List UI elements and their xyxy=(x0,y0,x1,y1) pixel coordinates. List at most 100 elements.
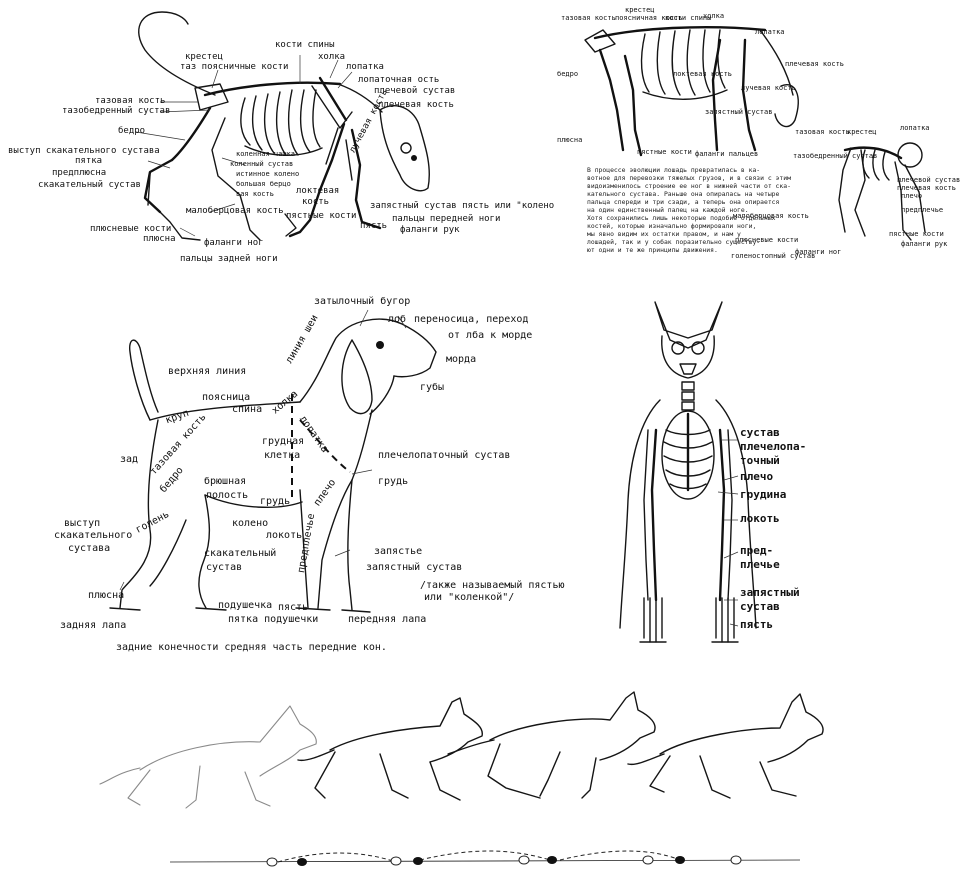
h-label-pyastnye: пястные кости xyxy=(637,148,692,156)
dog-label-lob: лоб xyxy=(388,314,406,326)
h-label-falangi-paltsev: фаланги пальцев xyxy=(695,150,758,158)
label-lopatochnaya-ost: лопаточная ость xyxy=(358,75,439,85)
paragraph-line: пальца спереди и три сзади, а теперь она… xyxy=(587,198,779,206)
dog-label-ot-lba: от лба к морде xyxy=(448,330,532,342)
front-label-sustav-2: сустав xyxy=(740,600,780,613)
label-pyast: пясть xyxy=(360,221,387,231)
p-label-krestets: крестец xyxy=(847,128,877,136)
p-label-plechevoy-sustav: плечевой сустав xyxy=(897,176,960,184)
p-label-pyastnye: пястные кости xyxy=(889,230,944,238)
p-label-golenostopnyi: голеностопный сустав xyxy=(731,252,815,260)
front-label-plechie: плечье xyxy=(740,558,780,571)
paragraph-line: на один единственный палец на каждой ног… xyxy=(587,206,749,214)
dog-label-podushechka: подушечка xyxy=(218,600,272,612)
front-label-grudina: грудина xyxy=(740,488,786,501)
label-predplyusna: предплюсна xyxy=(52,168,106,178)
label-paltsy-peredney: пальцы передней ноги xyxy=(392,214,500,224)
h-label-holka: холка xyxy=(703,12,724,20)
dog-label-bryushnaya: брюшная xyxy=(204,476,246,488)
paragraph-line: лошадей, так и у собак поразительно суще… xyxy=(587,238,760,246)
dog-label-zapyastnyi: запястный сустав xyxy=(366,562,462,574)
label-vystup: выступ скакательного сустава xyxy=(8,146,160,156)
label-tazobedrennyi: тазобедренный сустав xyxy=(62,106,170,116)
dog-label-ili-kolenkoy: или "коленкой"/ xyxy=(424,592,514,604)
dog-label-grud-2: грудь xyxy=(260,496,290,508)
paragraph-line: Хотя сохранились лишь некоторые подобие … xyxy=(587,214,776,222)
dog-label-pyast: пясть xyxy=(278,602,308,614)
gait-dog-4 xyxy=(628,694,823,798)
label-falangi-ruk: фаланги рук xyxy=(400,225,460,235)
dog-label-perenositsa: переносица, переход xyxy=(414,314,528,326)
dog-label-morda: морда xyxy=(446,354,476,366)
gait-dog-2 xyxy=(298,698,482,800)
h-label-krestets: крестец xyxy=(625,6,655,14)
label-bolshaya-bertsovaya: большая берцо xyxy=(236,180,291,188)
label-kosti-spiny: кости спины xyxy=(275,40,335,50)
paragraph-line: костей, которые изначально формировали н… xyxy=(587,222,756,230)
label-tazovaya-kost: тазовая кость xyxy=(95,96,165,106)
dog-label-poyasnitsa: поясница xyxy=(202,392,250,404)
h-label-tazovaya: тазовая кость xyxy=(561,14,616,22)
dog-label-grud: грудь xyxy=(378,476,408,488)
dog-skeleton-diagram: кости спины крестец холка таз поясничные… xyxy=(0,0,555,280)
p-label-plecho: плечо xyxy=(901,192,922,200)
front-label-plecholopa: плечелопа- xyxy=(740,440,806,453)
dog-label-guby: губы xyxy=(420,382,444,394)
label-bedro: бедро xyxy=(118,126,145,136)
dog-label-sustava: сустава xyxy=(68,543,110,555)
label-poyasnichnye: таз поясничные кости xyxy=(180,62,288,72)
label-skakatelnyi: скакательный сустав xyxy=(38,180,141,190)
dog-label-grudnaya: грудная xyxy=(262,436,304,448)
dog-label-kletka: клетка xyxy=(264,450,300,462)
gait-drawing xyxy=(0,680,960,872)
dog-label-pyatka-podushechki: пятка подушечки xyxy=(228,614,318,626)
h-label-plechevaya: плечевая кость xyxy=(785,60,844,68)
label-zapyastnyi: запястный сустав пясть или "колено" xyxy=(370,201,555,211)
dog-label-lokot: локоть xyxy=(266,530,302,542)
h-label-zapyastnyi: запястный сустав xyxy=(705,108,772,116)
gait-dog-1 xyxy=(100,706,316,808)
label-pyastnye: пястные кости xyxy=(286,211,356,221)
front-skeleton-drawing xyxy=(600,290,960,670)
dog-label-sustav: сустав xyxy=(206,562,242,574)
dog-caption: задние конечности средняя часть передние… xyxy=(116,642,387,654)
front-label-lokot: локоть xyxy=(740,512,780,525)
dog-label-verhnyaya: верхняя линия xyxy=(168,366,246,378)
dog-label-spina: спина xyxy=(232,404,262,416)
paragraph-line: вотное для перевозки тяжелых грузов, и в… xyxy=(587,174,791,182)
label-plechevaya-kost: плечевая кость xyxy=(378,100,454,110)
p-label-tazobedrennyi: тазобедренный сустав xyxy=(793,152,877,160)
dog-label-vystup: выступ xyxy=(64,518,100,530)
h-label-luchevaya: лучевая кость xyxy=(741,84,796,92)
label-kolennaya-chashka: коленная чашка xyxy=(236,150,295,158)
dog-label-polost: полость xyxy=(206,490,248,502)
dog-label-zatylochnyi: затылочный бугор xyxy=(314,296,410,308)
label-malobertsovaya: малоберцовая кость xyxy=(186,206,284,216)
paragraph-line: мы явно видим их остатки правом, и нам у xyxy=(587,230,741,238)
dog-label-zad: зад xyxy=(120,454,138,466)
p-label-lopatka: лопатка xyxy=(900,124,930,132)
label-istinnoe-koleno: истинное колено xyxy=(236,170,299,178)
label-falangi-nog: фаланги ног xyxy=(204,238,264,248)
dog-label-zapyastie: запястье xyxy=(374,546,422,558)
front-label-sustav: сустав xyxy=(740,426,780,439)
label-pyatka: пятка xyxy=(75,156,102,166)
paragraph-line: кательного сустава. Раньше она опиралась… xyxy=(587,190,779,198)
dog-label-plecholopatochnyi: плечелопаточный сустав xyxy=(378,450,510,462)
label-plyusna: плюсна xyxy=(143,234,176,244)
label-lopatka: лопатка xyxy=(346,62,384,72)
dog-label-zadnyaya-lapa: задняя лапа xyxy=(60,620,126,632)
paragraph-line: ют одни и те же принципы движения. xyxy=(587,246,718,254)
h-label-bedro: бедро xyxy=(557,70,578,78)
front-label-zapyastnyi: запястный xyxy=(740,586,800,599)
horse-primate-skeleton-diagram: тазовая кость крестец поясничная кость к… xyxy=(555,0,960,280)
p-label-plechevaya: плечевая кость xyxy=(897,184,956,192)
label-loktevaya: локтевая xyxy=(296,186,339,196)
p-label-falangi-ruk: фаланги рук xyxy=(901,240,947,248)
label-plyusnevye: плюсневые кости xyxy=(90,224,171,234)
dog-label-perednyaya-lapa: передняя лапа xyxy=(348,614,426,626)
gait-sequence-illustration xyxy=(0,680,960,872)
h-label-lopatka: лопатка xyxy=(755,28,785,36)
front-label-pred: пред- xyxy=(740,544,773,557)
front-label-pyast: пясть xyxy=(740,618,773,631)
